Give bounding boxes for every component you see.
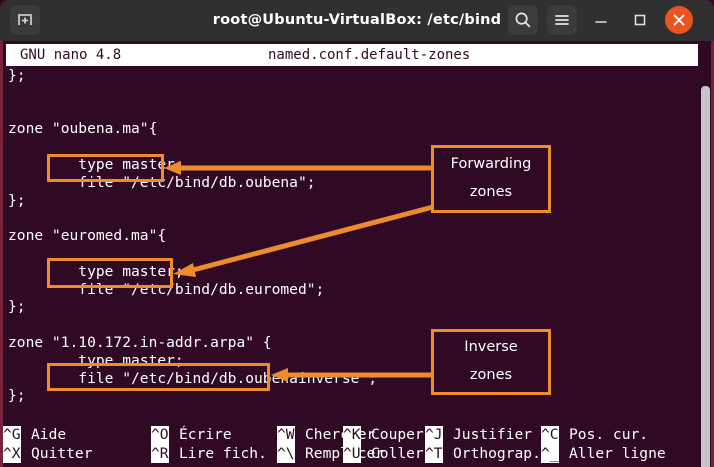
highlight-box-oubena	[47, 154, 164, 182]
annotation-forwarding-line1: Forwarding	[450, 156, 532, 173]
window-titlebar: root@Ubuntu-VirtualBox: /etc/bind	[0, 0, 714, 41]
new-tab-icon	[18, 14, 32, 25]
shortcut-key[interactable]: ^C	[541, 426, 559, 445]
shortcut-label: Justifier	[453, 426, 533, 443]
shortcut-key[interactable]: ^G	[3, 426, 21, 445]
annotation-inverse-line1: Inverse	[464, 339, 518, 356]
menu-button[interactable]	[547, 5, 577, 35]
shortcut-label: Pos. cur.	[569, 426, 649, 443]
code-line	[8, 316, 698, 334]
code-line: zone "1.10.172.in-addr.arpa" {	[8, 333, 272, 351]
search-icon	[515, 12, 531, 28]
shortcut-label: Coller	[371, 444, 424, 462]
shortcut-key[interactable]: ^T	[425, 444, 443, 464]
shortcut-key[interactable]: ^O	[151, 426, 169, 445]
code-line: zone "euromed.ma"{	[8, 227, 167, 245]
code-line: type master;	[8, 262, 184, 280]
shortcut-key[interactable]: ^\	[277, 444, 295, 464]
shortcut-key[interactable]: ^W	[277, 426, 295, 445]
code-line: };	[8, 387, 26, 405]
code-line: };	[8, 67, 26, 84]
scrollbar-thumb[interactable]	[701, 86, 710, 467]
code-line	[8, 103, 698, 121]
shortcut-key[interactable]: ^R	[151, 444, 169, 464]
window-title: root@Ubuntu-VirtualBox: /etc/bind	[212, 12, 502, 28]
close-icon	[673, 14, 685, 26]
maximize-button[interactable]	[625, 5, 655, 35]
code-line: };	[8, 298, 26, 316]
minimize-button[interactable]	[586, 5, 616, 35]
shortcut-label: Chercher	[305, 426, 376, 443]
shortcut-key[interactable]: ^J	[425, 426, 443, 445]
shortcut-label: Quitter	[31, 444, 93, 462]
code-line: };	[8, 191, 26, 209]
shortcut-key[interactable]: ^K	[343, 426, 361, 445]
nano-filename: named.conf.default-zones	[268, 47, 471, 63]
code-line: file "/etc/bind/db.oubena";	[8, 173, 316, 191]
shortcut-key[interactable]: ^X	[3, 444, 21, 464]
terminal-body[interactable]: GNU nano 4.8 named.conf.default-zones };…	[0, 41, 714, 467]
annotation-inverse-line2: zones	[469, 367, 513, 383]
hamburger-menu-icon	[555, 15, 569, 25]
nano-header-bar: GNU nano 4.8 named.conf.default-zones	[6, 44, 698, 66]
shortcut-label: Orthograp.	[453, 444, 541, 462]
highlight-box-inverse	[47, 363, 270, 391]
maximize-icon	[634, 14, 646, 26]
nano-version: GNU nano 4.8	[20, 47, 122, 63]
window-right-edge	[711, 41, 714, 467]
shortcut-key[interactable]: ^_	[541, 444, 559, 464]
shortcut-key[interactable]: ^U	[343, 444, 361, 464]
annotation-forwarding-zones: Forwarding zones	[431, 145, 551, 213]
shortcut-label: Couper	[371, 426, 424, 443]
shortcut-label: Lire fich.	[179, 444, 267, 462]
search-button[interactable]	[508, 5, 538, 35]
annotation-forwarding-line2: zones	[469, 184, 513, 200]
annotation-inverse-zones: Inverse zones	[431, 329, 551, 395]
shortcut-label: Aller ligne	[569, 444, 666, 462]
shortcut-label: Aide	[31, 426, 67, 443]
shortcut-row-1: ^G Aide ^O Écrire ^W Chercher^K Couper^J Justif…	[3, 426, 695, 445]
editor-text[interactable]: }; zone "oubena.ma"{ type master; file "…	[8, 67, 698, 405]
close-button[interactable]	[665, 6, 693, 34]
shortcut-label: Écrire	[179, 426, 232, 443]
new-tab-button[interactable]	[10, 5, 40, 35]
code-line: zone "oubena.ma"{	[8, 120, 158, 138]
nano-shortcut-bar: ^G Aide ^O Écrire ^W Chercher^K Couper^J Justif…	[3, 426, 695, 464]
highlight-box-euromed	[47, 258, 173, 288]
code-line	[8, 85, 698, 103]
minimize-icon	[595, 21, 607, 23]
code-line	[8, 209, 698, 227]
